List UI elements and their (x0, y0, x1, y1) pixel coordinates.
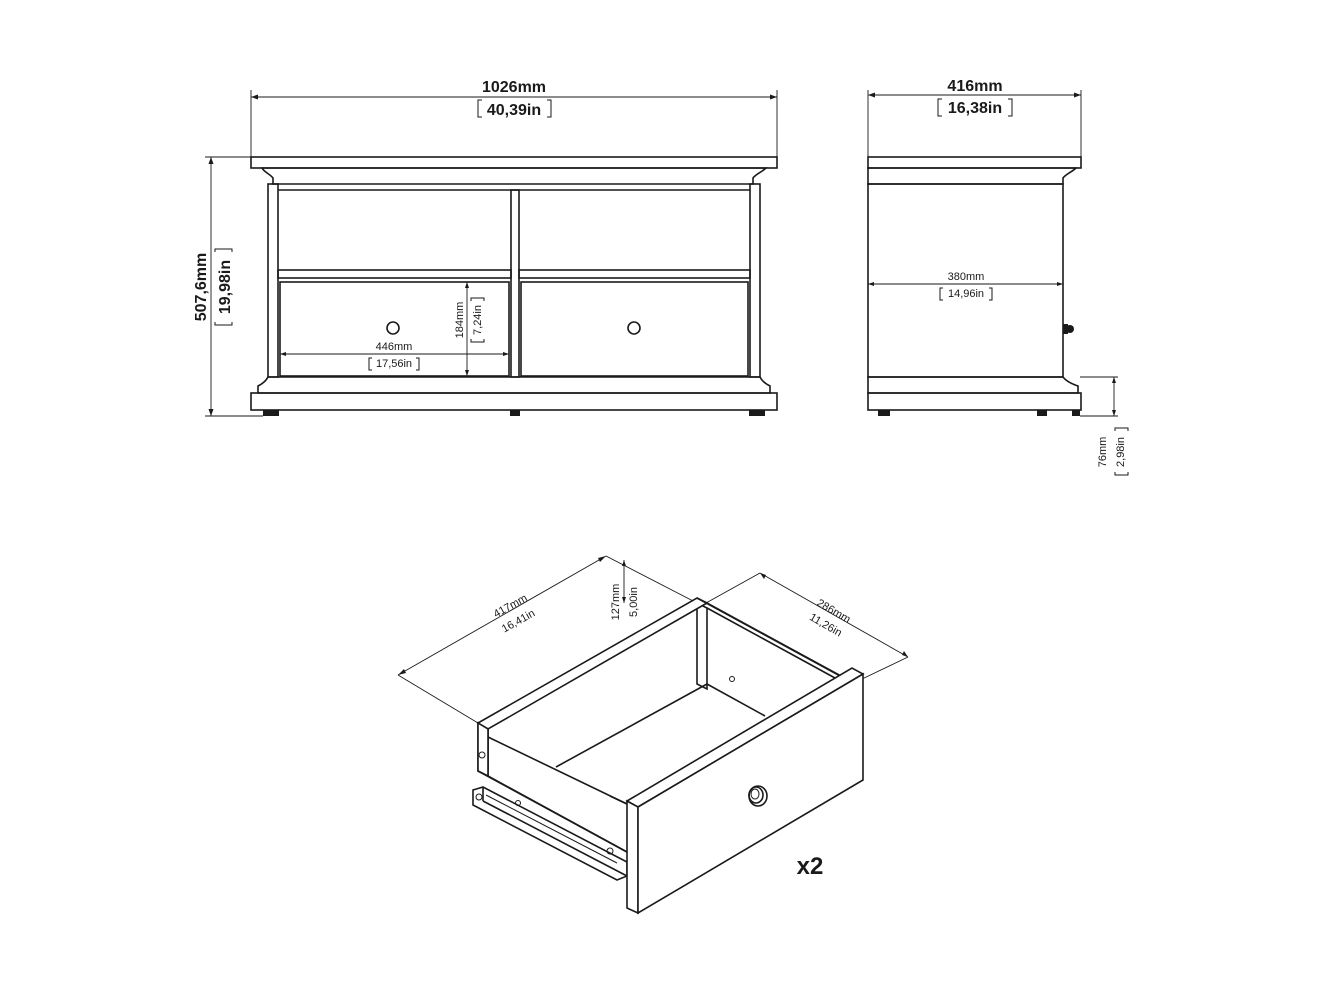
front-height-in: 19,98in (217, 260, 234, 314)
side-view: 416mm 16,38in 380mm 14,96in 76mm (867, 78, 1129, 476)
front-width-in: 40,39in (487, 102, 541, 119)
side-inner-depth-in: 14,96in (948, 288, 984, 300)
drawer-height-iso-mm: 127mm (610, 584, 622, 621)
side-base-height-in: 2,98in (1115, 437, 1127, 467)
drawer-quantity: x2 (797, 853, 824, 880)
side-inner-depth-mm: 380mm (948, 271, 985, 283)
front-view: 1026mm 40,39in 507,6 (193, 79, 778, 417)
drawer-width-in: 17,56in (376, 358, 412, 370)
front-height-mm: 507,6mm (193, 253, 210, 322)
front-width-mm: 1026mm (482, 79, 546, 96)
side-depth-in: 16,38in (948, 100, 1002, 117)
side-base-height-mm: 76mm (1097, 437, 1109, 468)
drawer-isometric: 417mm 16,41in 127mm 5,00in 286mm 11,26in (397, 555, 909, 915)
drawer-height-in: 7,24in (472, 305, 484, 335)
drawer-height-iso-in: 5,00in (628, 587, 640, 617)
drawer-height-mm: 184mm (454, 302, 466, 339)
drawer-width-mm: 446mm (376, 341, 413, 353)
side-depth-mm: 416mm (947, 78, 1002, 95)
